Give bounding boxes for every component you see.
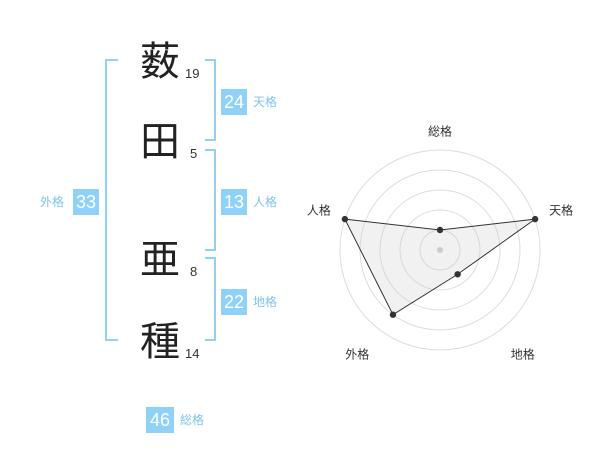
jinkaku-value: 13 bbox=[221, 189, 247, 215]
bracket-gaikaku bbox=[105, 59, 118, 341]
radar-center bbox=[437, 247, 443, 253]
gaikaku-value: 33 bbox=[73, 189, 99, 215]
tenkaku-value: 24 bbox=[221, 89, 247, 115]
radar-point-2 bbox=[531, 215, 539, 223]
stroke-count-1: 19 bbox=[185, 66, 200, 81]
radar-axis-label-3: 地格 bbox=[511, 346, 535, 361]
name-char-1: 薮 bbox=[140, 39, 180, 85]
stroke-count-2: 5 bbox=[190, 146, 198, 161]
radar-axis-label-1: 総格 bbox=[428, 124, 452, 139]
name-char-4: 種 bbox=[140, 319, 180, 365]
bracket-jinkaku bbox=[205, 149, 216, 251]
radar-point-4 bbox=[389, 311, 397, 318]
radar-series bbox=[344, 218, 536, 316]
soukaku-value: 46 bbox=[146, 407, 174, 433]
radar-ring-2 bbox=[399, 209, 481, 291]
chikaku-label: 地格 bbox=[253, 295, 278, 309]
bracket-chikaku bbox=[205, 257, 216, 341]
radar-ring-3 bbox=[379, 189, 501, 311]
chikaku-value: 22 bbox=[221, 289, 247, 315]
bracket-tenkaku bbox=[205, 59, 216, 141]
radar-axis-label-5: 人格 bbox=[307, 203, 331, 218]
radar-point-3 bbox=[454, 271, 461, 278]
stroke-count-4: 14 bbox=[185, 346, 200, 361]
stroke-count-3: 8 bbox=[190, 264, 198, 279]
name-char-3: 亜 bbox=[140, 237, 180, 283]
radar-axis-label-4: 外格 bbox=[345, 346, 369, 361]
tenkaku-label: 天格 bbox=[253, 95, 278, 109]
name-char-2: 田 bbox=[140, 119, 180, 165]
gaikaku-label: 外格 bbox=[40, 195, 65, 209]
radar-point-5 bbox=[341, 215, 349, 223]
radar-axis-label-2: 天格 bbox=[549, 203, 573, 218]
radar-point-1 bbox=[436, 226, 444, 234]
radar-ring-5 bbox=[339, 149, 541, 351]
soukaku-label: 総格 bbox=[180, 413, 205, 427]
jinkaku-label: 人格 bbox=[253, 195, 278, 209]
